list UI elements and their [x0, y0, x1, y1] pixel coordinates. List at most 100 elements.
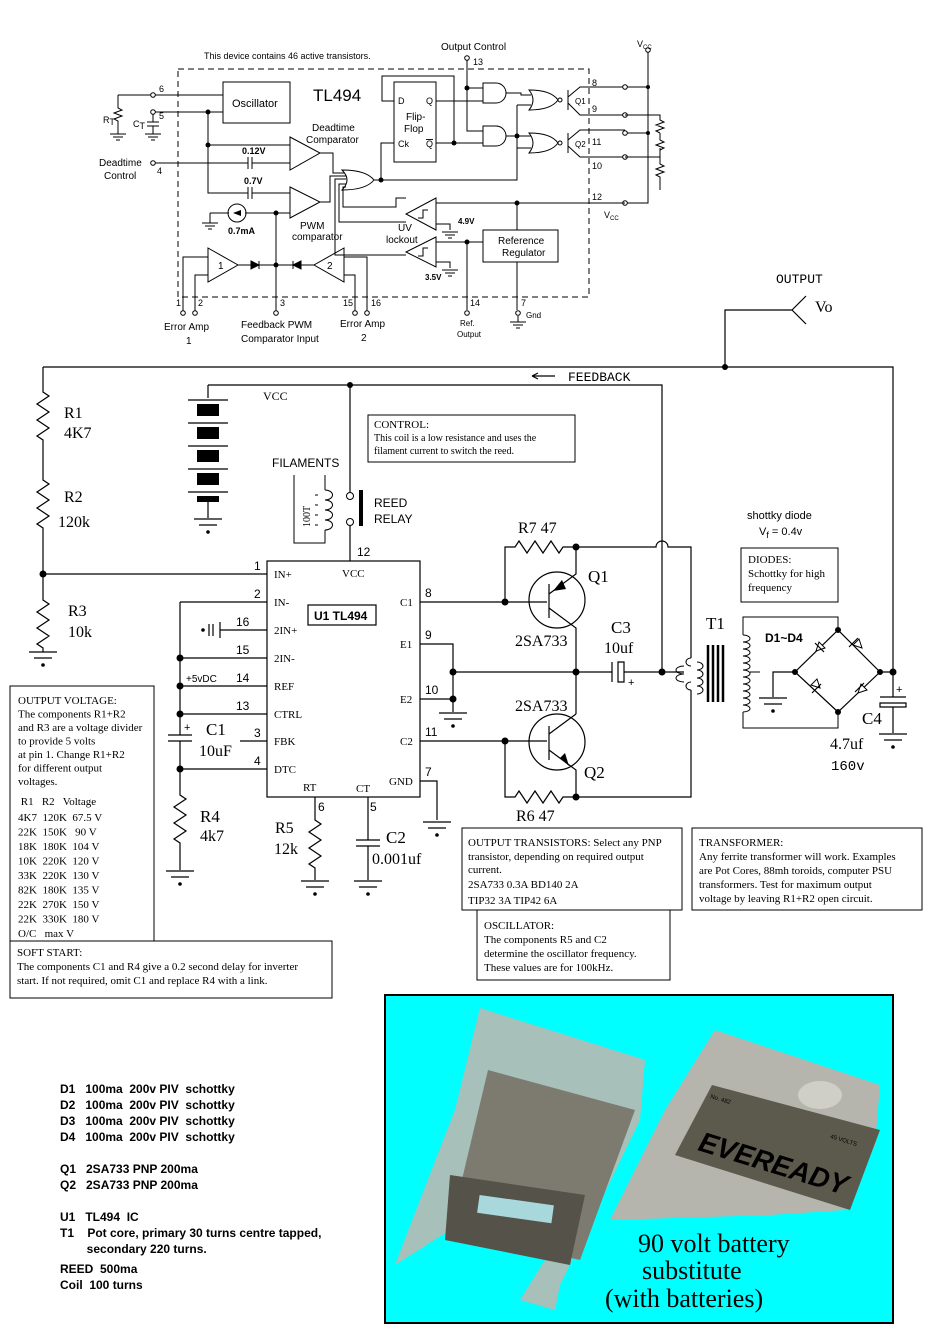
ic-title-box [307, 604, 377, 626]
voltage-table-row: 4K7 120K 67.5 V [18, 812, 102, 824]
pin-5 [150, 109, 156, 115]
voltage-label: 3.5V [425, 273, 442, 282]
voltage-table-row: 22K 150K 90 V [18, 827, 97, 839]
pin-4 [150, 160, 156, 166]
filament-coil-icon [293, 475, 333, 544]
nor-gate [527, 132, 559, 154]
oscillator-block [222, 81, 291, 124]
shottky-label: shottky diode [747, 510, 812, 522]
coil-turns-label: 100T [302, 506, 313, 527]
svg-text:TIP32 3A TIP42 6A: TIP32 3A TIP42 6A [468, 895, 557, 907]
label: UV [398, 223, 412, 234]
c4-value: 4.7uf [830, 736, 864, 753]
error-amp-1 [207, 247, 240, 283]
c3-value: 10uf [604, 640, 634, 657]
plus5-label: +5vDC [186, 674, 217, 685]
pin-name: FBK [274, 736, 295, 748]
output-label: OUTPUT [776, 272, 823, 287]
svg-text:The components C1 and R4 give: The components C1 and R4 give a 0.2 seco… [17, 961, 298, 973]
label: Deadtime [312, 123, 355, 134]
ground-icon [441, 231, 459, 239]
svg-text:determine the oscillator frequ: determine the oscillator frequency. [484, 948, 637, 960]
parts-list-item: Q1 2SA733 PNP 200ma [60, 1162, 198, 1176]
c3-label: C3 [611, 618, 631, 637]
svg-text:3: 3 [280, 298, 285, 308]
svg-text:10: 10 [592, 161, 602, 171]
r5-value: 12k [274, 841, 298, 858]
label: Regulator [502, 248, 546, 259]
pin-name: CTRL [274, 709, 302, 721]
svg-text:voltage by leaving R1+R2 open: voltage by leaving R1+R2 open circuit. [699, 893, 873, 905]
filaments-label: FILAMENTS [272, 456, 339, 470]
svg-text:15: 15 [343, 298, 353, 308]
pin-number: 4 [254, 754, 261, 768]
tl494-block-diagram: This device contains 46 active transisto… [99, 39, 666, 347]
svg-text:The components R5 and C2: The components R5 and C2 [484, 934, 607, 946]
voltage-table-row: 33K 220K 130 V [18, 870, 99, 882]
bottom-pins: 1 2 3 15 16 14 7 [176, 298, 526, 316]
photo-caption: substitute [642, 1256, 742, 1285]
svg-text:OSCILLATOR:: OSCILLATOR: [484, 920, 554, 932]
transistor-count-note: This device contains 46 active transisto… [204, 51, 371, 61]
ground-icon [422, 821, 452, 838]
label: D [398, 96, 405, 106]
svg-text:1: 1 [176, 298, 181, 308]
svg-text:This coil is a low resistance: This coil is a low resistance and uses t… [374, 433, 537, 444]
feedback-arrow-icon [531, 372, 555, 380]
svg-text:9: 9 [592, 104, 597, 114]
uv-lockout-comparator-2 [404, 236, 437, 268]
svg-text:Any ferrite transformer will w: Any ferrite transformer will work. Examp… [699, 851, 896, 863]
battery-substitute-photo: EVEREADY No. 482 45 VOLTS 90 volt batter… [384, 994, 894, 1324]
svg-text:DIODES:: DIODES: [748, 554, 791, 566]
r3-value: 10k [68, 624, 92, 641]
svg-text:transformers. Test for maximu: transformers. Test for maximum output [699, 879, 872, 891]
label: Reference [498, 236, 545, 247]
voltage-table-row: O/C max V [18, 928, 74, 940]
pin-name: RT [303, 782, 317, 794]
r6-wire [504, 690, 692, 805]
parts-list-item: D4 100ma 200v PIV schottky [60, 1130, 235, 1144]
ref-output-label: Output [457, 330, 482, 339]
and-gate [482, 125, 507, 147]
pin-name: E1 [400, 639, 412, 651]
ct-label: CT [133, 119, 146, 131]
label: Ck [398, 139, 409, 149]
svg-text:transistor, depending on requi: transistor, depending on required output [468, 851, 644, 863]
pin-name: IN+ [274, 569, 292, 581]
pwm-comparator [289, 186, 322, 219]
pin-name: 2IN- [274, 653, 295, 665]
parts-list-item: D3 100ma 200v PIV schottky [60, 1114, 235, 1128]
voltage-table-row: 22K 270K 150 V [18, 899, 99, 911]
pin-name: C2 [400, 736, 413, 748]
output-terminal [724, 295, 807, 367]
c4-capacitor [879, 696, 907, 733]
deadtime-control-label: Deadtime [99, 158, 142, 169]
error-amp-2-label: Error Amp [340, 319, 385, 330]
d1-d4-label: D1~D4 [765, 631, 803, 645]
nor-gate [527, 89, 559, 111]
ground-icon [28, 651, 58, 668]
r2-value: 120k [58, 514, 90, 531]
svg-text:8: 8 [592, 78, 597, 88]
pin-name: 2IN+ [274, 625, 297, 637]
pin-name: E2 [400, 694, 412, 706]
q2-type: 2SA733 [515, 698, 567, 715]
output-control-label: Output Control [441, 42, 506, 53]
pin-name: C1 [400, 597, 413, 609]
transformer-note: TRANSFORMER: Any ferrite transformer wil… [691, 827, 923, 911]
pin-number: 14 [236, 671, 250, 685]
rt-label: RT [103, 115, 115, 127]
ic-title: U1 TL494 [314, 609, 368, 623]
transistor-q2 [528, 713, 586, 797]
voltage-label: 0.7V [244, 176, 263, 186]
r3-label: R3 [68, 603, 87, 620]
pin-number: 9 [425, 628, 432, 642]
voltage-table-header: R1 R2 Voltage [18, 796, 96, 808]
svg-text:7: 7 [521, 298, 526, 308]
c1-plus: + [184, 722, 190, 734]
pin-number: 13 [236, 699, 250, 713]
parts-list-item: secondary 220 turns. [60, 1242, 207, 1256]
svg-text:SOFT START:: SOFT START: [17, 947, 82, 959]
note-line: voltages. [18, 776, 58, 788]
